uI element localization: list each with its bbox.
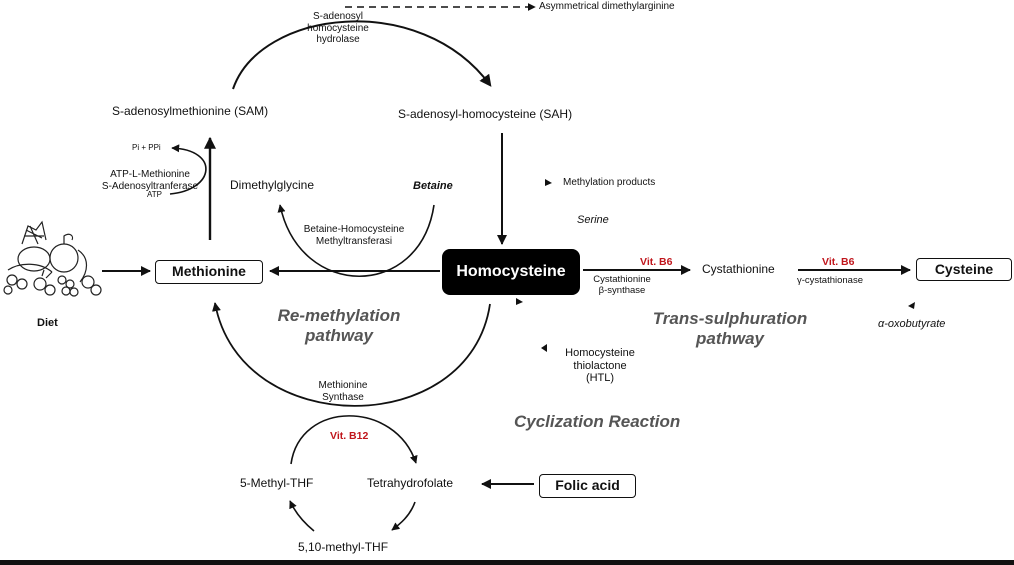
htl-label-line: Homocysteine bbox=[565, 347, 635, 359]
methionine-synthase-label: Methionine Synthase bbox=[303, 380, 383, 403]
remethylation-arc bbox=[212, 302, 491, 407]
homocysteine-side-marker bbox=[516, 298, 523, 305]
betaine-label: Betaine bbox=[413, 180, 453, 192]
dimethylglycine-label: Dimethylglycine bbox=[230, 178, 315, 192]
homocysteine-node[interactable]: Homocysteine bbox=[442, 249, 580, 295]
enzyme-label-line: Methionine bbox=[318, 380, 368, 391]
serine-label: Serine bbox=[577, 214, 609, 226]
htl-label-line: thiolactone bbox=[573, 359, 627, 372]
atp-label: ATP bbox=[147, 190, 162, 199]
cgl-enzyme-label: γ-cystathionase bbox=[797, 275, 864, 286]
pathway-label-line: pathway bbox=[304, 325, 374, 345]
folic-acid-node[interactable]: Folic acid bbox=[539, 474, 636, 498]
enzyme-label-line: β-synthase bbox=[598, 284, 646, 296]
pathway-label-line: Trans-sulphuration bbox=[652, 309, 808, 328]
cystathionine-label: Cystathionine bbox=[702, 262, 775, 276]
adma-label: Asymmetrical dimethylarginine bbox=[539, 1, 675, 12]
bottom-border bbox=[0, 560, 1014, 565]
vit-b6-cgl-label: Vit. B6 bbox=[822, 256, 855, 268]
htl-marker bbox=[541, 344, 547, 352]
enzyme-label-line: S-adenosyl bbox=[312, 11, 364, 22]
pi-ppi-label: Pi + PPi bbox=[132, 143, 161, 152]
5-methyl-thf-label: 5-Methyl-THF bbox=[240, 476, 314, 490]
methylation-products-marker bbox=[545, 179, 552, 186]
remethylation-pathway-label: Re-methylation pathway bbox=[264, 306, 414, 345]
enzyme-label-line: Betaine-Homocysteine bbox=[303, 224, 405, 235]
methylation-products-label: Methylation products bbox=[563, 177, 656, 188]
enzyme-label-line: homocysteine bbox=[307, 22, 369, 34]
sam-to-sah-arc bbox=[232, 20, 492, 90]
folate-cycle-top-arc bbox=[290, 415, 418, 465]
enzyme-label-line: Cystathionine bbox=[593, 274, 651, 285]
cysteine-node[interactable]: Cysteine bbox=[916, 258, 1012, 281]
enzyme-label-line: hydrolase bbox=[316, 34, 360, 45]
folate-cycle-left-arc bbox=[289, 500, 315, 532]
mat-enzyme-label: ATP-L-Methionine S-Adenosyltranferase bbox=[92, 169, 208, 192]
diet-label: Diet bbox=[37, 317, 58, 329]
pathway-label-line: Re-methylation bbox=[277, 306, 401, 325]
folate-cycle-right-arc bbox=[391, 501, 416, 531]
bhmt-enzyme-label: Betaine-Homocysteine Methyltransferasi bbox=[289, 224, 419, 247]
alpha-oxobutyrate-label: α-oxobutyrate bbox=[878, 318, 946, 330]
fruit-basket-icon bbox=[3, 220, 102, 297]
sam-label: S-adenosylmethionine (SAM) bbox=[112, 104, 269, 118]
5-10-methyl-thf-label: 5,10-methyl-THF bbox=[298, 540, 389, 554]
vit-b6-cbs-label: Vit. B6 bbox=[640, 256, 673, 268]
sah-label: S-adenosyl-homocysteine (SAH) bbox=[398, 107, 573, 121]
htl-label: Homocysteine thiolactone (HTL) bbox=[550, 347, 650, 385]
bhmt-arc bbox=[277, 204, 435, 278]
enzyme-label-line: ATP-L-Methionine bbox=[110, 169, 190, 180]
tetrahydrofolate-label: Tetrahydrofolate bbox=[367, 476, 454, 490]
pathway-label-line: pathway bbox=[695, 328, 765, 348]
enzyme-label-line: S-Adenosyltranferase bbox=[101, 180, 199, 192]
enzyme-label-line: Synthase bbox=[322, 391, 364, 403]
htl-label-line: (HTL) bbox=[585, 372, 615, 385]
sah-hydrolase-label: S-adenosyl homocysteine hydrolase bbox=[283, 11, 393, 46]
transsulphuration-pathway-label: Trans-sulphuration pathway bbox=[640, 309, 820, 348]
atp-to-pippi-curve bbox=[169, 144, 207, 195]
alpha-oxobutyrate-marker bbox=[908, 302, 915, 309]
vit-b12-label: Vit. B12 bbox=[330, 430, 369, 442]
methionine-node[interactable]: Methionine bbox=[155, 260, 263, 284]
cyclization-reaction-label: Cyclization Reaction bbox=[514, 412, 681, 431]
cbs-enzyme-label: Cystathionine β-synthase bbox=[584, 274, 660, 297]
enzyme-label-line: Methyltransferasi bbox=[315, 235, 393, 247]
